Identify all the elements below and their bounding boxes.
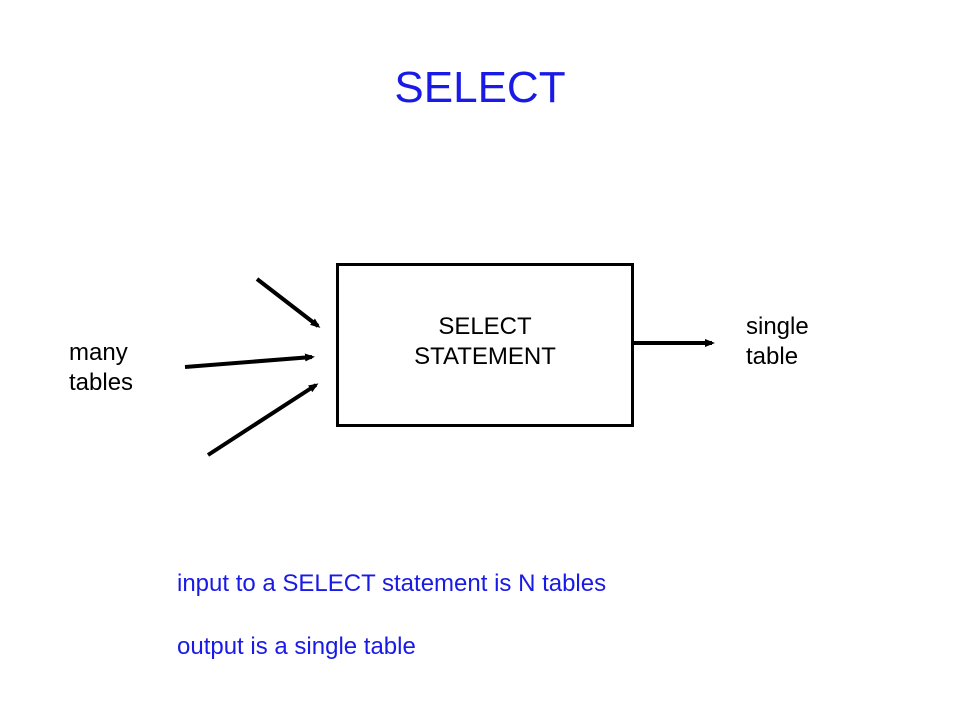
select-statement-label: SELECT STATEMENT [336,312,634,372]
note-input: input to a SELECT statement is N tables [177,570,607,597]
select-statement-box [336,263,634,427]
input-label: many tables [69,338,133,398]
input-arrow-bottom [206,383,319,457]
input-arrow-middle [184,353,315,369]
output-label: single table [746,312,809,372]
slide-title: SELECT [394,63,566,112]
input-label-line1: many [69,339,128,366]
box-label-line1: SELECT [438,313,532,340]
input-arrow-top [255,277,321,328]
input-label-line2: tables [69,369,134,396]
note-output: output is a single table [177,633,416,660]
output-label-line1: single [746,313,809,340]
box-label-line2: STATEMENT [414,343,556,370]
output-label-line2: table [746,343,799,370]
